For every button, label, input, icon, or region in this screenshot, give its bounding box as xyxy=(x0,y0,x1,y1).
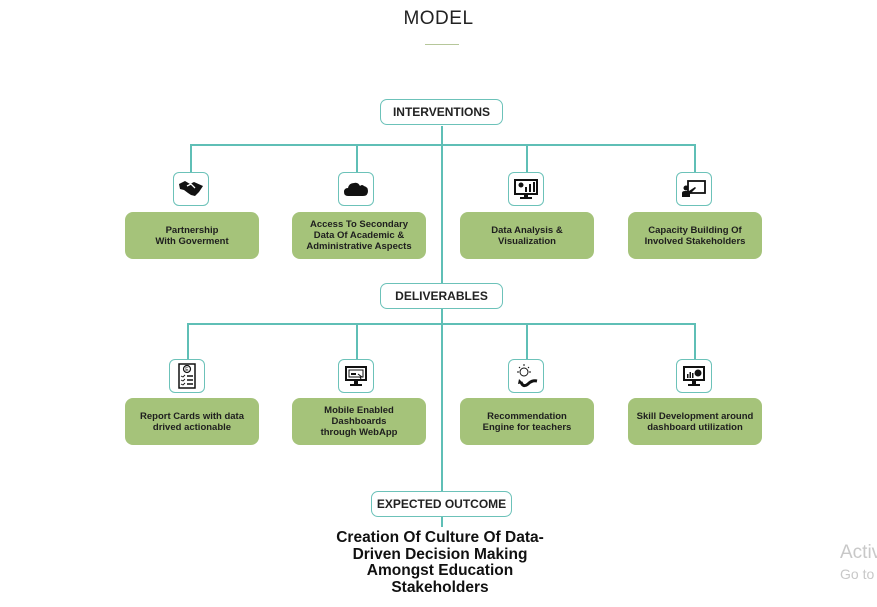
connector-bar-interventions xyxy=(190,144,695,146)
page-title: MODEL xyxy=(403,8,474,29)
deliverable-card: Skill Development around dashboard utili… xyxy=(628,398,762,445)
activation-watermark-title: Activ xyxy=(840,542,877,563)
svg-text:E: E xyxy=(185,367,189,373)
connector-drop xyxy=(356,323,358,359)
monitor-chart-icon xyxy=(508,172,544,206)
title-underline xyxy=(425,44,459,45)
connector-drop xyxy=(190,144,192,172)
connector-bar-deliverables xyxy=(187,323,695,325)
expected-outcome-node: EXPECTED OUTCOME xyxy=(371,491,512,517)
intervention-card: Data Analysis & Visualization xyxy=(460,212,594,259)
connector-drop xyxy=(356,144,358,172)
deliverable-card: Report Cards with data drived actionable xyxy=(125,398,259,445)
connector-drop xyxy=(526,144,528,172)
intervention-card: Access To Secondary Data Of Academic & A… xyxy=(292,212,426,259)
connector-drop xyxy=(694,323,696,359)
handshake-icon xyxy=(173,172,209,206)
connector-trunk-bottom xyxy=(441,517,443,527)
expected-outcome-text: Creation Of Culture Of Data- Driven Deci… xyxy=(336,529,544,596)
connector-drop xyxy=(694,144,696,172)
connector-drop xyxy=(187,323,189,359)
deliverables-node: DELIVERABLES xyxy=(380,283,503,309)
report-card-icon: E xyxy=(169,359,205,393)
deliverable-card: Mobile Enabled Dashboards through WebApp xyxy=(292,398,426,445)
dashboard-analytics-icon xyxy=(676,359,712,393)
deliverable-card: Recommendation Engine for teachers xyxy=(460,398,594,445)
intervention-card: Capacity Building Of Involved Stakeholde… xyxy=(628,212,762,259)
connector-drop xyxy=(526,323,528,359)
web-dashboard-icon xyxy=(338,359,374,393)
activation-watermark-subtitle: Go to xyxy=(840,566,875,582)
intervention-card: Partnership With Goverment xyxy=(125,212,259,259)
cloud-icon xyxy=(338,172,374,206)
interventions-node: INTERVENTIONS xyxy=(380,99,503,125)
lightbulb-icon xyxy=(508,359,544,393)
presentation-board-icon xyxy=(676,172,712,206)
